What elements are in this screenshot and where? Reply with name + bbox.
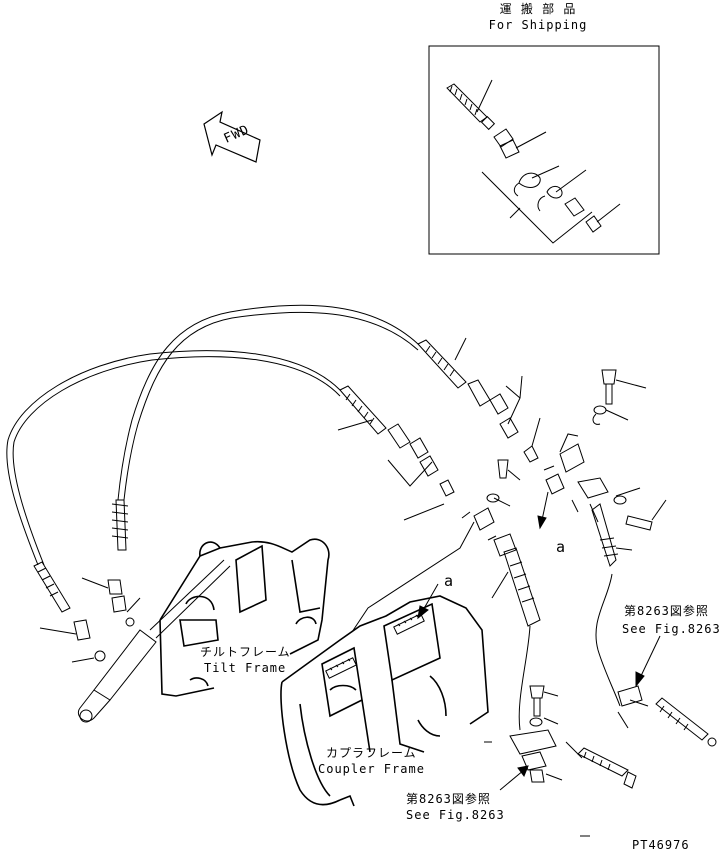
valve-block-right	[543, 433, 585, 495]
shipping-title-jp: 運 搬 部 品	[499, 2, 577, 16]
fwd-arrow-icon	[203, 110, 261, 163]
upper-right-clamp-lower	[617, 685, 717, 747]
shipping-group-bracket	[481, 171, 593, 244]
detail-a-arrow-1	[417, 583, 439, 620]
ref-right-label-en: See Fig.8263	[622, 622, 721, 636]
valve-block-center	[351, 459, 521, 633]
hose-lower	[6, 350, 341, 566]
center-clamp-hose	[487, 533, 541, 627]
hose-end-upper-right	[417, 337, 541, 463]
shipping-coupler-2	[564, 197, 621, 233]
coupler-frame-label-jp: カプラフレーム	[326, 746, 417, 760]
shipping-dust-cap-1	[513, 165, 560, 197]
ref-bottom-label-en: See Fig.8263	[406, 808, 505, 822]
hose-upper-2	[123, 311, 419, 501]
tilt-cylinder	[78, 559, 231, 723]
tilt-frame-label-jp: チルトフレーム	[200, 645, 291, 659]
detail-a-label-2: a	[556, 538, 567, 556]
tilt-frame-label-en: Tilt Frame	[204, 661, 287, 675]
lower-bolt-nut-assembly	[509, 685, 563, 783]
detail-a-arrow-2	[537, 491, 549, 530]
right-bolt-assembly	[592, 369, 647, 425]
tilt-frame	[159, 538, 330, 697]
lower-hose-end	[565, 741, 637, 789]
hose-end-upper-left	[81, 499, 141, 627]
drawing-id: PT46976	[632, 838, 690, 852]
coupler-frame-slots	[325, 613, 425, 679]
center-hose-down	[518, 625, 531, 731]
ref-arrow-right	[635, 635, 661, 688]
ref-bottom-label-jp: 第8263図参照	[406, 792, 491, 806]
hose-lower-2	[12, 356, 341, 566]
shipping-coupler-1	[493, 128, 547, 159]
hose-end-lower-right	[337, 385, 455, 521]
shipping-hose-fitting	[446, 79, 496, 131]
shipping-title-en: For Shipping	[488, 18, 588, 32]
coupler-frame-label-en: Coupler Frame	[318, 762, 425, 776]
shipping-box	[428, 45, 660, 255]
detail-a-label-1: a	[444, 572, 455, 590]
coupler-frame	[280, 595, 489, 807]
shipping-dust-cap-2	[537, 169, 587, 212]
ref-right-label-jp: 第8263図参照	[624, 604, 709, 618]
right-hose-down	[595, 573, 621, 707]
hose-end-lower-left	[33, 561, 106, 663]
ref-arrow-bottom	[499, 765, 529, 791]
hose-upper	[117, 304, 419, 501]
right-clamp-assembly	[571, 477, 667, 567]
